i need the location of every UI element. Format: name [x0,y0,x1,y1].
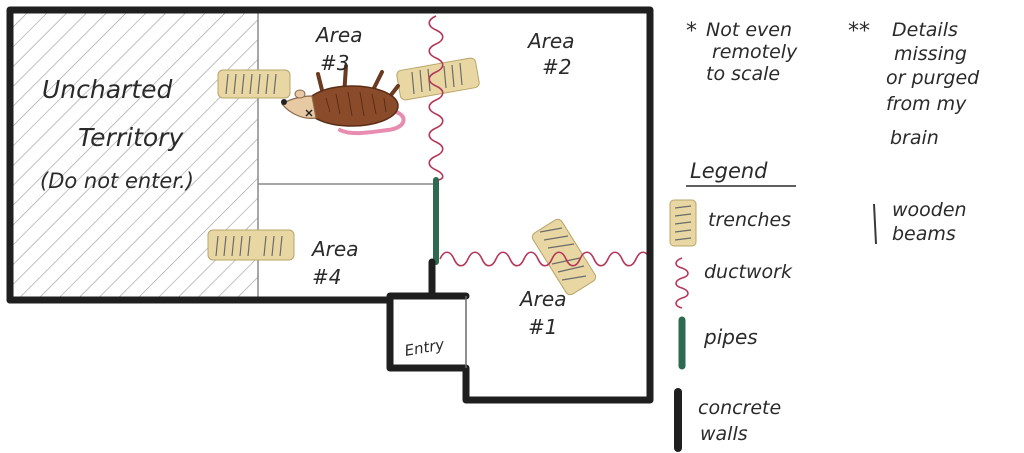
area-1-label: Area #1 [518,287,566,339]
concrete-walls [6,6,654,404]
area-3-label: Area #3 [314,23,362,75]
legend: Legend trenches wooden beams ductwork pi… [669,159,967,452]
legend-label-walls-2: walls [700,423,748,445]
entry-label: Entry [403,335,447,360]
legend-title: Legend [690,159,768,183]
area-4-number: #4 [312,265,341,289]
legend-label-walls-1: concrete [698,397,781,419]
area-2-number: #2 [542,55,571,79]
area-2-name: Area [526,29,574,53]
note-details-line-2: missing [894,43,967,65]
uncharted-line-1: Uncharted [42,75,173,104]
legend-item-ductwork: ductwork [675,257,793,309]
note-details-mark: ** [848,19,870,44]
area-4-label: Area #4 [310,237,358,289]
beam-line-swatch [873,203,877,245]
uncharted-label: Uncharted Territory (Do not enter.) [40,75,194,193]
area-2-label: Area #2 [526,29,574,79]
legend-label-pipes: pipes [703,325,758,349]
area-1-name: Area [518,287,566,311]
note-scale-line-2: remotely [712,41,798,63]
area-3-number: #3 [320,51,349,75]
trench-area1 [531,218,597,296]
duct-vertical [428,15,444,181]
area-3-name: Area [314,23,362,47]
area-4-name: Area [310,237,358,261]
legend-item-pipes: pipes [678,316,758,370]
ductwork [428,15,651,267]
note-details-line-3: or purged [886,67,980,89]
legend-item-trenches: trenches [669,199,791,247]
note-details-missing: ** Details missing or purged from my bra… [848,19,980,149]
area-1-number: #1 [528,315,557,339]
legend-item-concrete-walls: concrete walls [674,388,781,452]
outer-wall [6,6,654,404]
note-scale-mark: * [686,19,697,44]
legend-item-wooden-beams: wooden beams [873,199,967,245]
coil-swatch-icon [675,257,689,309]
note-details-line-5: brain [890,127,939,149]
legend-label-beams-2: beams [892,223,956,245]
note-scale-line-1: Not even [706,19,792,41]
trench-area3-right [396,57,480,101]
legend-label-beams-1: wooden [892,199,967,221]
note-scale-line-3: to scale [706,63,780,85]
uncharted-line-2: Territory [78,123,184,152]
legend-label-ductwork: ductwork [704,261,793,283]
dead-rodent-illustration [281,64,406,136]
legend-label-trenches: trenches [708,209,791,231]
note-details-line-1: Details [892,19,958,41]
trench-area3-left [217,69,291,99]
uncharted-line-3: (Do not enter.) [40,169,194,193]
note-not-to-scale: * Not even remotely to scale [686,19,798,85]
duct-horizontal [439,251,651,267]
note-details-line-4: from my [886,93,967,115]
trench-hatchmarks [215,62,587,281]
